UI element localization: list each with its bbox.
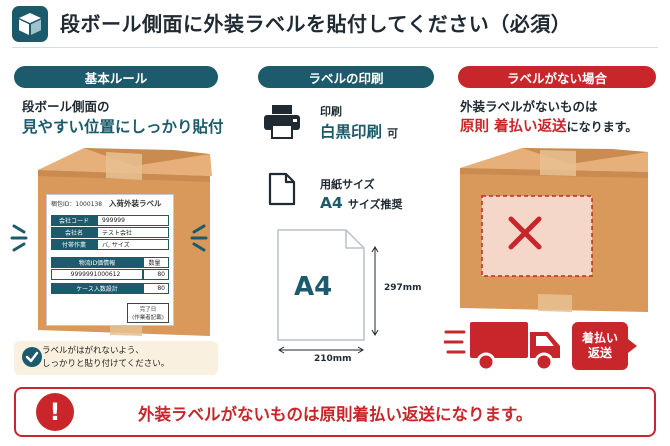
label-logistics-row: 9999991000612 80	[51, 269, 169, 280]
check-icon	[22, 347, 42, 367]
label-finish-line1: 完了日	[139, 307, 157, 313]
label-row-key: 付帯作業	[51, 239, 97, 250]
label-logistics-header: 物流ID価情報 数量	[51, 257, 169, 268]
basic-rules-line2: 見やすい位置にしっかり貼付	[22, 118, 224, 136]
page-title: 段ボール側面に外装ラベルを貼付してください（必須）	[60, 12, 572, 36]
box-icon	[12, 6, 48, 42]
height-dimension: 297mm	[384, 283, 422, 293]
basic-rules-pill: 基本ルール	[14, 66, 218, 88]
label-row-key: 会社コード	[51, 215, 97, 226]
label-logistics-id: 9999991000612	[51, 269, 143, 280]
label-row-value: テスト会社	[97, 227, 169, 238]
label-row: 会社名 テスト会社	[51, 227, 169, 238]
basic-rules-line1: 段ボール側面の	[22, 99, 110, 114]
paper-label: 用紙サイズ	[320, 178, 375, 191]
warning-banner	[14, 387, 656, 437]
warning-icon: !	[36, 393, 74, 431]
label-case-title: ケース入数設計	[51, 283, 143, 294]
sparkle-right-icon	[190, 224, 208, 252]
cod-return-badge: 着払い 返送	[572, 322, 637, 370]
no-label-pill: ラベルがない場合	[458, 66, 656, 88]
printer-icon	[264, 105, 300, 139]
label-logistics-title: 物流ID価情報	[51, 257, 143, 268]
cod-line2: 返送	[587, 346, 612, 360]
no-label-line2-rest: になります。	[566, 120, 638, 134]
no-label-line2-red: 原則 着払い返送	[460, 119, 567, 135]
note-line2: しっかりと貼り付けてください。	[42, 359, 170, 369]
label-case-row: ケース入数設計 80	[51, 283, 169, 294]
print-value-line: 白黒印刷 可	[320, 120, 398, 142]
label-qty-title: 数量	[143, 257, 169, 268]
paper-suffix: サイズ推奨	[347, 198, 403, 211]
a4-paper-text: A4	[294, 272, 333, 302]
note-box	[14, 341, 218, 375]
paper-value: A4	[320, 194, 343, 212]
no-label-line2: 原則 着払い返送になります。	[460, 115, 637, 136]
cross-icon	[508, 216, 542, 250]
header-divider	[12, 47, 658, 48]
print-label: 印刷	[320, 105, 342, 118]
shipping-label-sample: 梱包ID：1000138 入荷外装ラベル 会社コード 999999 会社名 テス…	[46, 194, 174, 326]
page-header: 段ボール側面に外装ラベルを貼付してください（必須）	[0, 0, 670, 48]
print-value: 白黒印刷	[320, 123, 383, 141]
warning-text: 外装ラベルがないものは原則着払い返送になります。	[138, 405, 533, 424]
label-finish-line2: (作業者記載)	[132, 315, 164, 321]
printing-pill: ラベルの印刷	[258, 66, 434, 88]
width-dimension: 210mm	[314, 354, 352, 364]
truck-icon	[444, 322, 560, 372]
label-row-value: バ, サイズ	[97, 239, 169, 250]
cod-line1: 着払い	[581, 331, 618, 345]
label-heading: 入荷外装ラベル	[109, 199, 162, 208]
note-line1: ラベルがはがれないよう、	[42, 346, 144, 356]
label-row: 会社コード 999999	[51, 215, 169, 226]
note-text: ラベルがはがれないよう、 しっかりと貼り付けてください。	[42, 345, 169, 371]
label-finish-box: 完了日 (作業者記載)	[127, 303, 169, 323]
label-row: 付帯作業 バ, サイズ	[51, 239, 169, 250]
label-row-value: 999999	[97, 215, 169, 226]
label-logistics-qty: 80	[143, 269, 169, 280]
paper-value-line: A4 サイズ推奨	[320, 193, 403, 212]
cardboard-box-no-label	[460, 148, 648, 312]
label-case-qty: 80	[143, 283, 169, 294]
a4-paper-diagram	[277, 229, 379, 354]
no-label-line1: 外装ラベルがないものは	[460, 99, 598, 114]
label-row-key: 会社名	[51, 227, 97, 238]
print-suffix: 可	[387, 127, 399, 140]
document-icon	[268, 172, 296, 206]
sparkle-left-icon	[10, 224, 28, 252]
label-id: 梱包ID：1000138	[51, 201, 103, 208]
